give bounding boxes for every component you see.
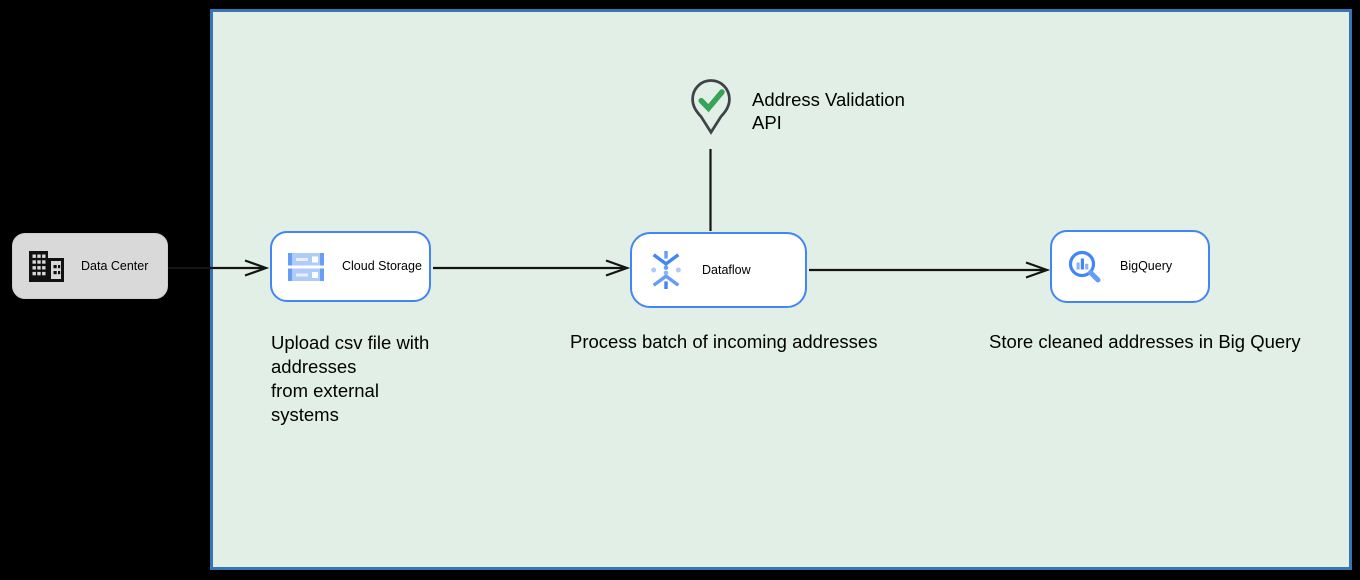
bigquery-icon bbox=[1068, 250, 1101, 282]
location-pin-check-icon bbox=[691, 79, 731, 135]
caption-cloud-storage: Upload csv file with addresses from exte… bbox=[271, 331, 429, 427]
node-dataflow[interactable]: Dataflow bbox=[630, 232, 807, 308]
node-bigquery[interactable]: BigQuery bbox=[1050, 230, 1210, 303]
data-center-building-icon bbox=[29, 250, 64, 282]
annotation-line: API bbox=[752, 112, 782, 133]
node-label-dataflow: Dataflow bbox=[702, 262, 751, 277]
node-data-center[interactable]: Data Center bbox=[12, 233, 168, 299]
node-cloud-storage[interactable]: Cloud Storage bbox=[270, 231, 431, 302]
node-label-bigquery: BigQuery bbox=[1120, 259, 1173, 273]
cloud-storage-icon bbox=[288, 252, 324, 281]
node-label-data-center: Data Center bbox=[81, 258, 149, 273]
caption-line: addresses bbox=[271, 356, 357, 377]
dataflow-icon bbox=[651, 251, 681, 289]
caption-line: from external bbox=[271, 380, 379, 401]
node-label-cloud-storage: Cloud Storage bbox=[342, 259, 422, 273]
address-validation-pin[interactable] bbox=[688, 78, 734, 136]
caption-bigquery: Store cleaned addresses in Big Query bbox=[989, 331, 1301, 352]
caption-line: Upload csv file with bbox=[271, 332, 430, 353]
annotation-line: Address Validation bbox=[752, 89, 905, 110]
caption-dataflow: Process batch of incoming addresses bbox=[570, 331, 878, 352]
caption-line: systems bbox=[271, 404, 339, 425]
annotation-address-validation-api: Address Validation API bbox=[752, 88, 905, 134]
